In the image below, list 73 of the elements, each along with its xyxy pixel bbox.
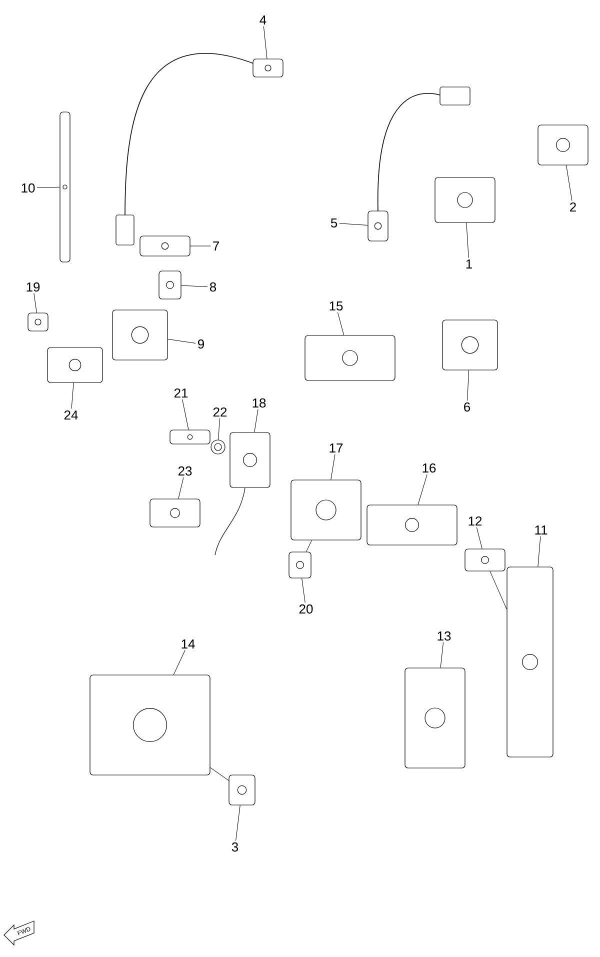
leader-line <box>476 527 482 549</box>
sensor-drawing <box>304 335 396 381</box>
bracket-drawing <box>506 566 554 758</box>
callout-number: 15 <box>330 301 343 311</box>
callout-number: 6 <box>464 402 470 412</box>
clamp-drawing <box>112 310 168 360</box>
callout-number: 17 <box>330 444 343 452</box>
leader-line <box>302 578 306 603</box>
clamp-drawing <box>150 498 200 528</box>
callout-number: 19 <box>26 282 40 292</box>
leader-line <box>339 223 368 226</box>
arm-drawing <box>366 504 458 546</box>
leader-line <box>71 382 74 409</box>
callout-number: 12 <box>468 516 482 526</box>
bolt-drawing <box>288 552 312 578</box>
callout-number: 8 <box>210 282 216 292</box>
leader-line <box>254 409 258 432</box>
callout-number: 16 <box>422 463 436 473</box>
assembly-line <box>210 767 229 781</box>
callout-number: 11 <box>535 526 548 534</box>
arm-drawing <box>404 668 466 768</box>
grommet-drawing <box>538 124 588 166</box>
leader-line <box>36 186 60 188</box>
callout-number: 23 <box>178 466 192 476</box>
sensor-drawing <box>434 177 496 223</box>
leader-line <box>440 642 444 668</box>
leader-line <box>173 650 186 675</box>
callout-number: 7 <box>213 242 219 250</box>
callout-number: 14 <box>182 640 195 648</box>
callout-number: 9 <box>198 339 204 349</box>
callout-number: 22 <box>213 407 227 417</box>
leader-line <box>168 338 196 344</box>
bolt-drawing <box>28 312 48 332</box>
washer-drawing <box>210 440 226 454</box>
plate-drawing <box>140 236 190 256</box>
callout-number: 4 <box>260 16 266 24</box>
leader-line <box>418 474 428 505</box>
bolt-drawing <box>228 774 256 806</box>
clamp-drawing <box>47 347 103 383</box>
leader-line <box>236 805 240 841</box>
bracket-drawing <box>90 674 210 776</box>
callout-number: 2 <box>570 202 576 212</box>
cable-tie-drawing <box>60 112 70 262</box>
leader-line <box>466 222 469 258</box>
leader-line <box>263 26 268 59</box>
callout-number: 13 <box>438 631 451 641</box>
leader-line <box>566 165 572 201</box>
callout-number: 20 <box>299 604 313 614</box>
bolt-drawing <box>464 548 506 572</box>
callout-number: 5 <box>330 218 338 228</box>
leader-line <box>330 454 336 480</box>
callout-number: 24 <box>64 410 78 420</box>
sensor-drawing <box>442 320 498 370</box>
bolt-drawing <box>158 270 182 300</box>
leader-line <box>178 477 184 499</box>
leader-line <box>467 370 470 401</box>
assembly-line <box>490 571 507 610</box>
sensor-drawing <box>368 86 470 242</box>
sensor-drawing <box>214 432 270 556</box>
leader-line <box>182 399 189 430</box>
bracket-drawing <box>290 480 362 540</box>
callout-number: 1 <box>466 260 472 268</box>
callout-number: 3 <box>232 842 238 852</box>
assembly-line <box>306 540 312 552</box>
leader-line <box>181 285 208 287</box>
callout-number: 18 <box>252 398 266 408</box>
leader-line <box>34 293 37 313</box>
callout-number: 21 <box>174 388 188 398</box>
bolt-drawing <box>170 430 210 444</box>
leader-line <box>337 312 344 336</box>
leader-line <box>538 536 541 567</box>
leader-line <box>218 418 220 440</box>
callout-number: 10 <box>22 183 35 193</box>
